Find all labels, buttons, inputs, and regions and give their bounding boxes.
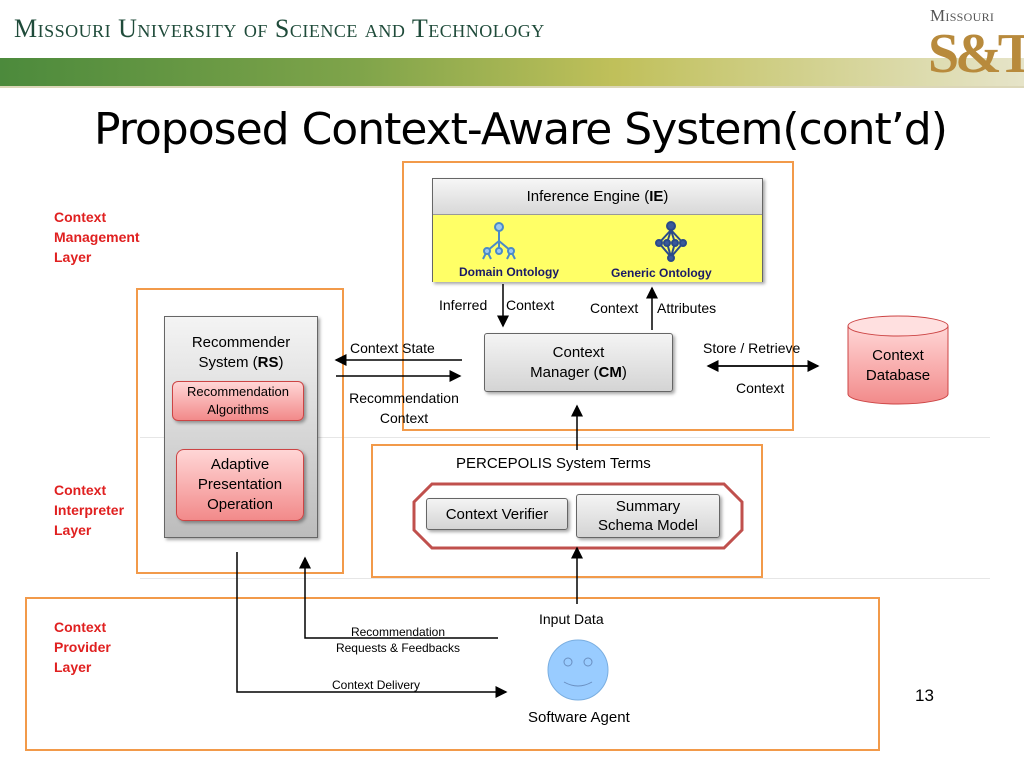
percepolis-octagon [412, 482, 744, 550]
context-verifier: Context Verifier [426, 498, 568, 530]
layer-divider-top [140, 437, 990, 438]
recommender-title-line2: System ()RS) [198, 354, 284, 371]
inference-engine-header: Inference Engine (IE) [433, 179, 762, 215]
inferred-label: Inferred [439, 297, 488, 313]
slide-title: Proposed Context-Aware System(cont’d) [94, 104, 948, 155]
inferred-context-label: Context [506, 297, 555, 313]
input-data-label: Input Data [539, 611, 604, 627]
domain-ontology-label: Domain Ontology [459, 265, 559, 279]
store-retrieve-context-label: Context [736, 380, 785, 396]
recommender-title-line1: Recommender [191, 334, 291, 351]
attributes-label: Attributes [657, 300, 717, 316]
store-retrieve-label: Store / Retrieve [703, 340, 801, 356]
context-state-label: Context State [350, 340, 435, 356]
recommender-frame [136, 288, 344, 574]
provider-frame [25, 597, 880, 751]
header-divider [0, 86, 1024, 88]
inference-engine: Inference Engine (IE) Domain Ontology G [432, 178, 763, 282]
layer-divider-bottom [140, 578, 990, 579]
ontology-area: Domain Ontology Generic Ontology [433, 215, 762, 282]
university-name: Missouri University of Science and Techn… [14, 14, 545, 43]
interpreter-frame [371, 444, 763, 578]
generic-ontology-icon [655, 221, 687, 262]
context-manager: Context Manager (CM) [484, 333, 673, 392]
context-attributes-context-label: Context [590, 300, 639, 316]
logo-missouri-text: Missouri [930, 6, 995, 25]
domain-ontology-icon [482, 222, 516, 260]
percepolis-label: PERCEPOLIS System Terms [456, 455, 651, 472]
context-delivery-label: Context Delivery [332, 678, 421, 692]
software-agent-icon [547, 639, 609, 701]
software-agent-label: Software Agent [528, 709, 630, 726]
logo-st: S&T [928, 23, 1024, 85]
management-frame [402, 161, 794, 431]
generic-ontology-label: Generic Ontology [611, 266, 712, 280]
page-number: 13 [915, 686, 934, 705]
context-database-icon [847, 315, 949, 405]
header-bar [0, 58, 1024, 86]
